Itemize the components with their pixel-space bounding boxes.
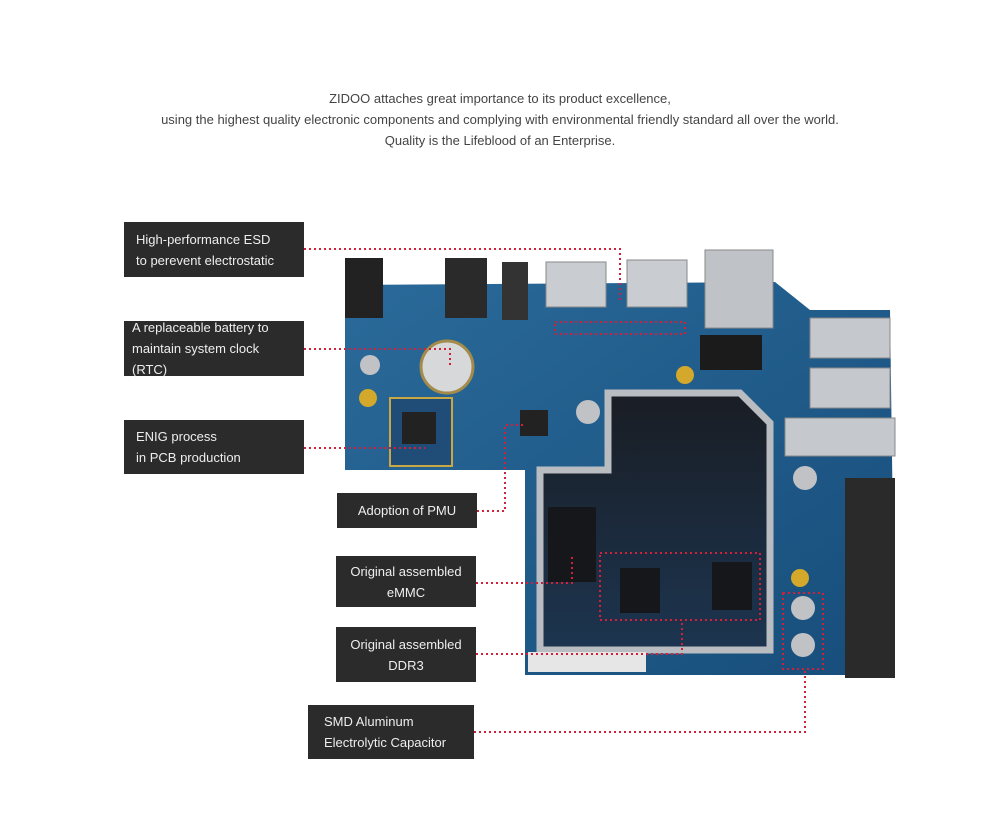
capacitor (791, 633, 815, 657)
callout-pmu: Adoption of PMU (337, 493, 477, 528)
hdmi-port-1 (545, 261, 607, 308)
pin-header (528, 652, 646, 672)
callout-text: eMMC (386, 584, 426, 600)
capacitor (791, 596, 815, 620)
callout-emmc: Original assembled eMMC (336, 556, 476, 607)
callout-text: High-performance ESD (136, 231, 271, 247)
highlight-ddr3 (599, 552, 761, 621)
callout-text: in PCB production (136, 450, 241, 465)
leader-line-ddr3 (476, 620, 683, 655)
intro-line: ZIDOO attaches great importance to its p… (329, 91, 671, 106)
intro-line: using the highest quality electronic com… (161, 112, 839, 127)
capacitor (576, 400, 600, 424)
callout-text: Electrolytic Capacitor (324, 735, 447, 750)
leader-line-emmc (476, 555, 573, 584)
sata-connector (845, 478, 895, 678)
leader-line-battery (304, 348, 451, 366)
capacitor (793, 466, 817, 490)
callout-text: maintain system clock (RTC) (132, 341, 260, 377)
ddr3-chip (712, 562, 752, 610)
callout-text: Original assembled (350, 563, 462, 579)
leader-line-esd (304, 248, 621, 300)
leader-line-capacitor (474, 670, 806, 733)
mount-hole (676, 366, 694, 384)
ethernet-port (704, 249, 774, 329)
wifi-chip (402, 412, 436, 444)
optical-port (445, 258, 487, 318)
highlight-esd (554, 321, 686, 335)
callout-ddr3: Original assembled DDR3 (336, 627, 476, 682)
callout-text: Adoption of PMU (357, 503, 457, 518)
usb-port-2 (809, 367, 891, 409)
audio-jack (502, 262, 528, 320)
mount-hole (359, 389, 377, 407)
highlight-capacitor (782, 592, 824, 670)
callout-text: SMD Aluminum (324, 714, 414, 729)
rtc-battery (419, 339, 475, 395)
callout-esd: High-performance ESD to perevent electro… (124, 222, 304, 277)
lan-transformer (700, 335, 762, 370)
dc-jack (345, 258, 383, 318)
callout-enig: ENIG process in PCB production (124, 420, 304, 474)
mount-hole (791, 569, 809, 587)
intro-text: ZIDOO attaches great importance to its p… (0, 88, 1000, 151)
capacitor (360, 355, 380, 375)
intro-line: Quality is the Lifeblood of an Enterpris… (384, 133, 616, 148)
usb-port-3 (784, 417, 896, 457)
callout-battery: A replaceable battery to maintain system… (124, 320, 304, 377)
callout-text: ENIG process (136, 429, 217, 444)
ddr3-chip (620, 568, 660, 613)
leader-line-pmu (477, 424, 525, 512)
pmu-chip (520, 410, 548, 436)
callout-text: Original assembled (350, 636, 462, 652)
callout-text: to perevent electrostatic (136, 252, 275, 268)
callout-capacitor: SMD Aluminum Electrolytic Capacitor (308, 705, 474, 759)
callout-text: DDR3 (388, 657, 424, 673)
usb-port-1 (809, 317, 891, 359)
emmc-chip (548, 507, 596, 582)
hdmi-port-2 (626, 259, 688, 308)
callout-text: A replaceable battery to (132, 320, 269, 335)
